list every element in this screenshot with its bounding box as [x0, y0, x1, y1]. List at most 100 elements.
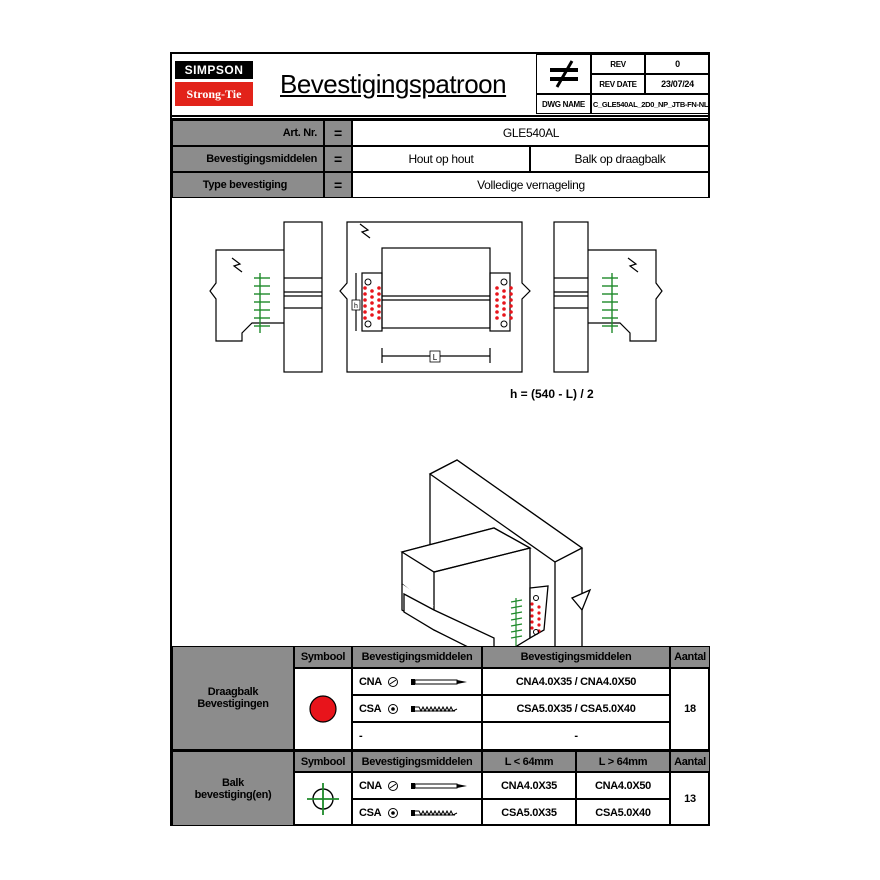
- t2-count-value: 13: [670, 772, 710, 826]
- technical-drawing: h L h = (540 - L) / 2: [172, 198, 710, 646]
- strong-tie-logo-text: Strong-Tie: [175, 82, 253, 106]
- red-nail-dot: [363, 304, 367, 308]
- red-nail-dot: [377, 304, 381, 308]
- right-side-view: [553, 221, 663, 373]
- dim-h-label: h: [354, 303, 358, 310]
- red-nail-dot: [495, 316, 499, 320]
- red-nail-dot: [377, 286, 381, 290]
- dim-l-label: L: [433, 353, 438, 362]
- red-nail-dot: [530, 614, 534, 618]
- t2-row-csa-short: CSA5.0X35: [482, 799, 576, 826]
- type-value: Volledige vernageling: [352, 172, 710, 198]
- type-label: Type bevestiging: [172, 172, 324, 198]
- red-nail-dot: [363, 298, 367, 302]
- red-nail-dot: [363, 292, 367, 296]
- t2-row-cna-short: CNA4.0X35: [482, 772, 576, 799]
- t2-row-cna-type: CNA: [352, 772, 482, 799]
- info-divider: [172, 115, 710, 120]
- fixing-label: Bevestigingsmiddelen: [172, 146, 324, 172]
- formula-text: h = (540 - L) / 2: [510, 387, 594, 401]
- red-nail-dot: [377, 292, 381, 296]
- t1-row-cna-value: CNA4.0X35 / CNA4.0X50: [482, 668, 670, 695]
- red-nail-dot: [495, 298, 499, 302]
- iso-red-nails: [530, 602, 541, 633]
- t2-row-cna-long: CNA4.0X50: [576, 772, 670, 799]
- red-nail-dot: [502, 289, 506, 293]
- draagbalk-section-label: Draagbalk Bevestigingen: [172, 646, 294, 750]
- red-dot-icon: [294, 668, 352, 750]
- red-nail-dot: [502, 295, 506, 299]
- t2-col-symbol: Symbool: [294, 750, 352, 772]
- left-green-nails: [254, 273, 270, 333]
- draagbalk-label-line2: Bevestigingen: [197, 698, 269, 710]
- red-nail-dot: [509, 316, 513, 320]
- t2-col-count: Aantal: [670, 750, 710, 772]
- t2-row-csa-long: CSA5.0X40: [576, 799, 670, 826]
- red-nail-dot: [509, 304, 513, 308]
- t1-row-csa-value: CSA5.0X35 / CSA5.0X40: [482, 695, 670, 722]
- red-nail-dot: [370, 301, 374, 305]
- red-nail-dot: [370, 289, 374, 293]
- balk-label-line1: Balk: [221, 776, 245, 789]
- rev-value: 0: [645, 54, 710, 74]
- dwg-name-label: DWG NAME: [536, 94, 591, 114]
- dim-h-box: [351, 299, 361, 311]
- red-nail-dot: [370, 313, 374, 317]
- red-nail-dot: [502, 301, 506, 305]
- red-nail-dot: [377, 298, 381, 302]
- red-nail-dot: [363, 316, 367, 320]
- green-crosshair-icon: [294, 772, 352, 826]
- front-view-red-nails: [363, 286, 513, 320]
- red-nail-dot: [509, 292, 513, 296]
- red-nail-dot: [537, 605, 541, 609]
- red-nail-dot: [370, 295, 374, 299]
- t1-row-csa-type: CSA: [352, 695, 482, 722]
- isometric-view: [400, 459, 592, 646]
- dim-l-box: [429, 350, 441, 363]
- red-nail-dot: [509, 310, 513, 314]
- csa-screw-icon: [388, 703, 458, 714]
- red-nail-dot: [530, 608, 534, 612]
- t2-col-long: L > 64mm: [576, 750, 670, 772]
- page-title: Bevestigingspatroon: [280, 68, 507, 99]
- red-nail-dot: [537, 611, 541, 615]
- red-nail-dot: [370, 307, 374, 311]
- t1-row-cna-type: CNA: [352, 668, 482, 695]
- red-nail-dot: [377, 316, 381, 320]
- t1-col-fixing2: Bevestigingsmiddelen: [482, 646, 670, 668]
- draagbalk-label-line1: Draagbalk: [207, 686, 259, 698]
- red-nail-dot: [495, 292, 499, 296]
- cna-nail-icon: [388, 676, 467, 687]
- t2-cna-label: CNA: [359, 779, 382, 792]
- front-view-holes: [364, 278, 508, 328]
- balk-section-label: Balk bevestiging(en): [172, 750, 294, 826]
- dwg-name-value: C_GLE540AL_2D0_NP_JTB-FN-NL: [591, 94, 710, 114]
- t1-csa-label: CSA: [359, 702, 382, 715]
- iso-green-nails: [510, 598, 523, 646]
- t1-cna-label: CNA: [359, 675, 382, 688]
- red-nail-dot: [530, 620, 534, 624]
- fixing-value-wood: Hout op hout: [352, 146, 530, 172]
- left-side-view: [209, 221, 323, 373]
- rev-date-value: 23/07/24: [645, 74, 710, 94]
- t1-col-symbol: Symbool: [294, 646, 352, 668]
- red-nail-dot: [363, 310, 367, 314]
- t2-col-fixing: Bevestigingsmiddelen: [352, 750, 482, 772]
- art-nr-equals: =: [324, 120, 352, 146]
- t2-col-short: L < 64mm: [482, 750, 576, 772]
- rev-label: REV: [591, 54, 645, 74]
- simpson-logo-text: SIMPSON: [175, 61, 253, 79]
- csa-screw-icon: [388, 807, 458, 818]
- t1-row-empty-type: -: [352, 722, 482, 750]
- red-nail-dot: [502, 307, 506, 311]
- red-nail-dot: [509, 286, 513, 290]
- red-nail-dot: [502, 313, 506, 317]
- t1-row-empty-value: -: [482, 722, 670, 750]
- red-nail-dot: [537, 617, 541, 621]
- rev-date-label: REV DATE: [591, 74, 645, 94]
- fixing-equals: =: [324, 146, 352, 172]
- art-nr-value: GLE540AL: [352, 120, 710, 146]
- red-nail-dot: [537, 623, 541, 627]
- cna-nail-icon: [388, 780, 467, 791]
- t2-csa-label: CSA: [359, 806, 382, 819]
